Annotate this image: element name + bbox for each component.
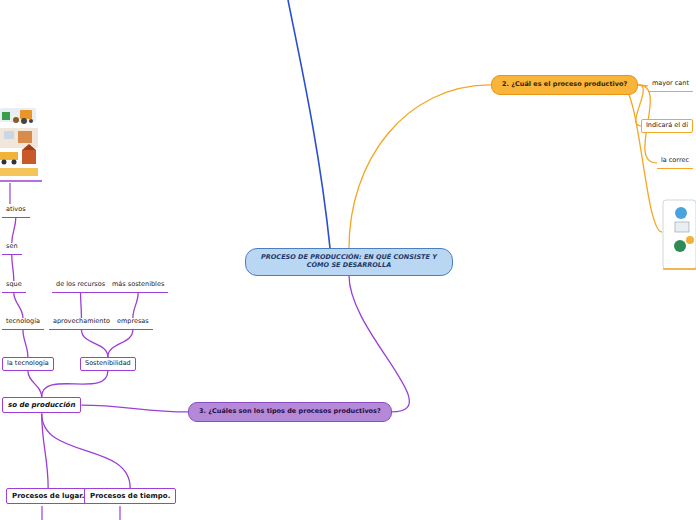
node-text: 2. ¿Cuál es el proceso productivo?: [502, 80, 627, 88]
node-text: Sostenibilidad: [85, 359, 131, 367]
subtopic: empresas: [113, 318, 153, 330]
node-text: so de producción: [8, 401, 75, 409]
connector: [81, 330, 107, 357]
node-text: empresas: [117, 317, 149, 325]
node-text: mayor cant: [652, 79, 689, 87]
node-text: la tecnología: [7, 359, 49, 367]
connector: [14, 293, 23, 318]
icons-illustration: [621, 85, 696, 269]
connector: [42, 413, 130, 488]
subtopic: tecnología: [2, 318, 44, 330]
subtopic-box: Sostenibilidad: [80, 357, 136, 371]
connector: [133, 293, 138, 318]
main-topic: 2. ¿Cuál es el proceso productivo?: [491, 75, 638, 95]
connector: [349, 85, 491, 248]
subtopic-box: Procesos de lugar.: [6, 488, 90, 504]
connector: [349, 276, 409, 412]
node-text: sque: [6, 280, 22, 288]
main-topic: 3. ¿Cuáles son los tipos de procesos pro…: [188, 402, 392, 422]
node-text: ativos: [6, 205, 26, 213]
subtopic: sen: [2, 243, 22, 255]
node-text: tecnología: [6, 317, 40, 325]
node-text: aprovechamiento: [53, 317, 110, 325]
connector: [80, 293, 82, 318]
subtopic: sque: [2, 281, 26, 293]
branch-line: [119, 506, 120, 520]
subtopic-box: Procesos de tiempo.: [84, 488, 176, 504]
connector: [23, 330, 28, 357]
node-text: Procesos de lugar.: [12, 492, 84, 500]
node-text: PROCESO DE PRODUCCIÓN: EN QUÉ CONSISTE Y…: [261, 253, 437, 269]
connector: [12, 218, 16, 243]
subtopic: de los recursos: [52, 281, 109, 293]
factory-illustration: [0, 108, 42, 204]
subtopic-box: la tecnología: [2, 357, 54, 371]
connector: [42, 371, 108, 397]
node-text: sen: [6, 242, 18, 250]
central-topic: PROCESO DE PRODUCCIÓN: EN QUÉ CONSISTE Y…: [245, 248, 453, 276]
subtopic: aprovechamiento: [49, 318, 114, 330]
node-text: 3. ¿Cuáles son los tipos de procesos pro…: [199, 407, 381, 415]
subtopic: ativos: [2, 206, 30, 218]
subtopic: más sostenibles: [108, 281, 168, 293]
node-text: más sostenibles: [112, 280, 164, 288]
node-text: de los recursos: [56, 280, 105, 288]
node-text: Indicará el dí: [646, 121, 688, 129]
subtopic: Indicará el dí: [641, 119, 693, 133]
subtopic: la correc: [657, 157, 693, 169]
connector: [42, 413, 48, 488]
connector: [108, 330, 133, 357]
subtopic: mayor cant: [648, 80, 693, 92]
node-text: la correc: [661, 156, 689, 164]
connector: [28, 371, 42, 397]
branch-line: [41, 506, 42, 520]
subtopic-box: so de producción: [2, 397, 81, 413]
connector: [81, 405, 188, 412]
branch-line: [288, 0, 330, 248]
connector: [12, 255, 14, 281]
node-text: Procesos de tiempo.: [90, 492, 170, 500]
